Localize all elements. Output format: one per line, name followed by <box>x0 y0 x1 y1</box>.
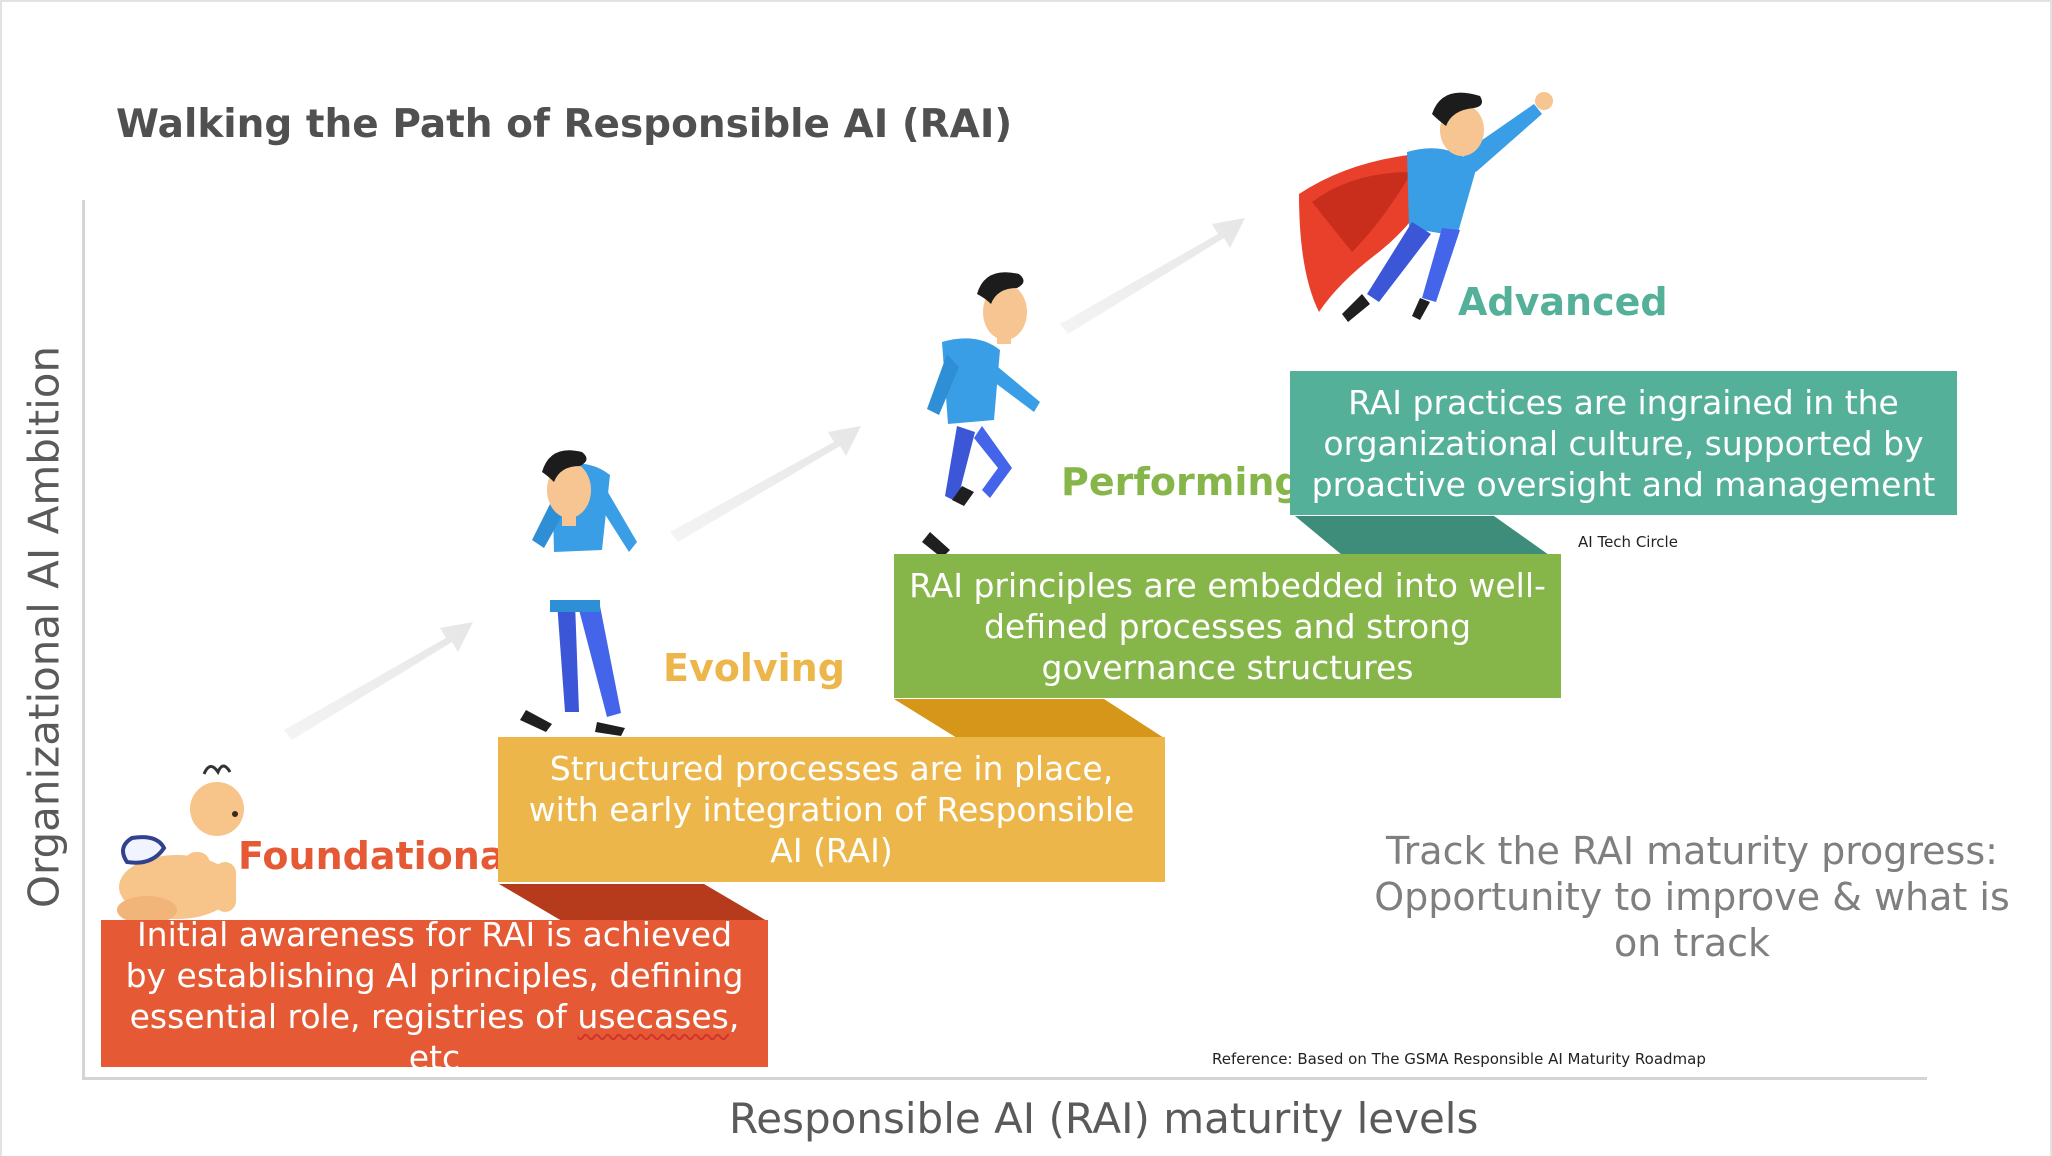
reference-text: Reference: Based on The GSMA Responsible… <box>1212 1050 1706 1068</box>
jumping-man-figure-icon <box>922 272 1040 558</box>
level-name-foundational: Foundational <box>238 834 519 878</box>
level-box-evolving: Structured processes are in place, with … <box>498 737 1165 882</box>
level-description-performing: RAI principles are embedded into well-de… <box>909 565 1546 687</box>
callout-text: Track the RAI maturity progress: Opportu… <box>1374 829 2010 965</box>
progress-arrow <box>670 426 861 542</box>
level-description-advanced: RAI practices are ingrained in the organ… <box>1311 382 1936 504</box>
level-description-evolving: Structured processes are in place, with … <box>528 749 1135 870</box>
walking-man-figure-icon <box>520 450 637 736</box>
step-shadow-foundational <box>499 884 767 921</box>
level-box-advanced: RAI practices are ingrained in the organ… <box>1290 371 1957 515</box>
level-name-performing: Performing <box>1061 460 1302 504</box>
slide-title: Walking the Path of Responsible AI (RAI) <box>116 102 1013 147</box>
level-description-foundational: Initial awareness for RAI is achieved by… <box>125 914 744 1077</box>
x-axis-label: Responsible AI (RAI) maturity levels <box>729 1094 1479 1143</box>
step-shadow-evolving <box>894 699 1164 738</box>
level-name-advanced: Advanced <box>1458 280 1668 324</box>
level-box-foundational: Initial awareness for RAI is achieved by… <box>101 915 768 1077</box>
credit-text: AI Tech Circle <box>1578 533 1678 551</box>
level-name-evolving: Evolving <box>663 646 845 690</box>
step-shadow-performing <box>1295 516 1549 555</box>
spellcheck-flagged-word: usecases <box>577 996 729 1036</box>
y-axis-line <box>82 200 85 1080</box>
progress-arrow <box>1060 218 1245 334</box>
x-axis-line <box>82 1077 1927 1080</box>
level-box-performing: RAI principles are embedded into well-de… <box>894 554 1561 698</box>
superhero-figure-icon <box>1299 92 1553 322</box>
progress-arrow <box>284 622 473 740</box>
baby-figure-icon <box>117 764 244 924</box>
